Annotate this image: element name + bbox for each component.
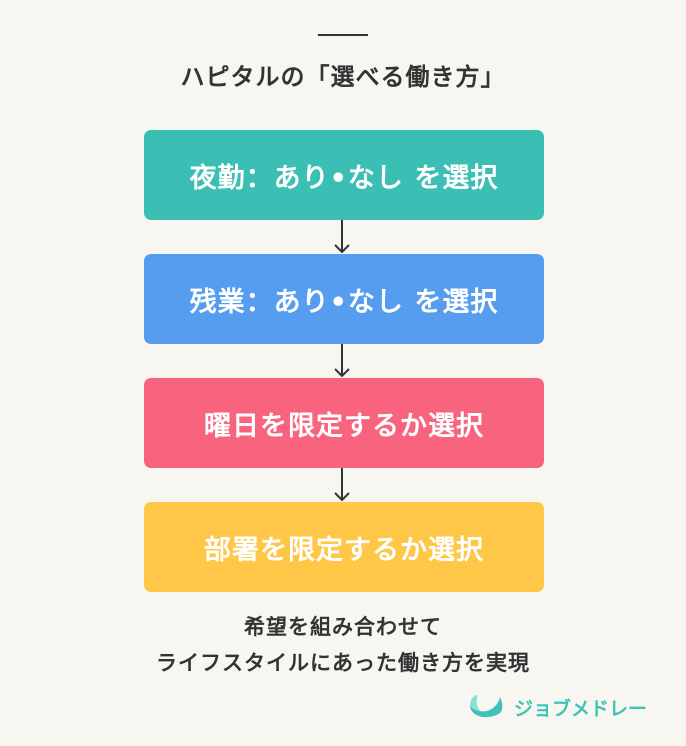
footer-line-1: 希望を組み合わせて <box>244 615 442 639</box>
step-overtime: 残業：あり•なし を選択 <box>144 254 544 344</box>
step-night-shift: 夜勤：あり•なし を選択 <box>144 130 544 220</box>
title-divider <box>318 34 368 36</box>
brand-logo: ジョブメドレー <box>466 690 647 724</box>
logo-wordmark: ジョブメドレー <box>514 697 648 720</box>
step-weekdays: 曜日を限定するか選択 <box>144 378 544 468</box>
footer-line-2: ライフスタイルにあった働き方を実現 <box>156 651 530 675</box>
arrow-down-icon <box>334 220 350 254</box>
arrow-down-icon <box>334 468 350 502</box>
arrow-down-icon <box>334 344 350 378</box>
step-department: 部署を限定するか選択 <box>144 502 544 592</box>
page-title: ハピタルの「選べる働き方」 <box>180 63 506 91</box>
jobmedley-logo-icon <box>470 695 503 718</box>
